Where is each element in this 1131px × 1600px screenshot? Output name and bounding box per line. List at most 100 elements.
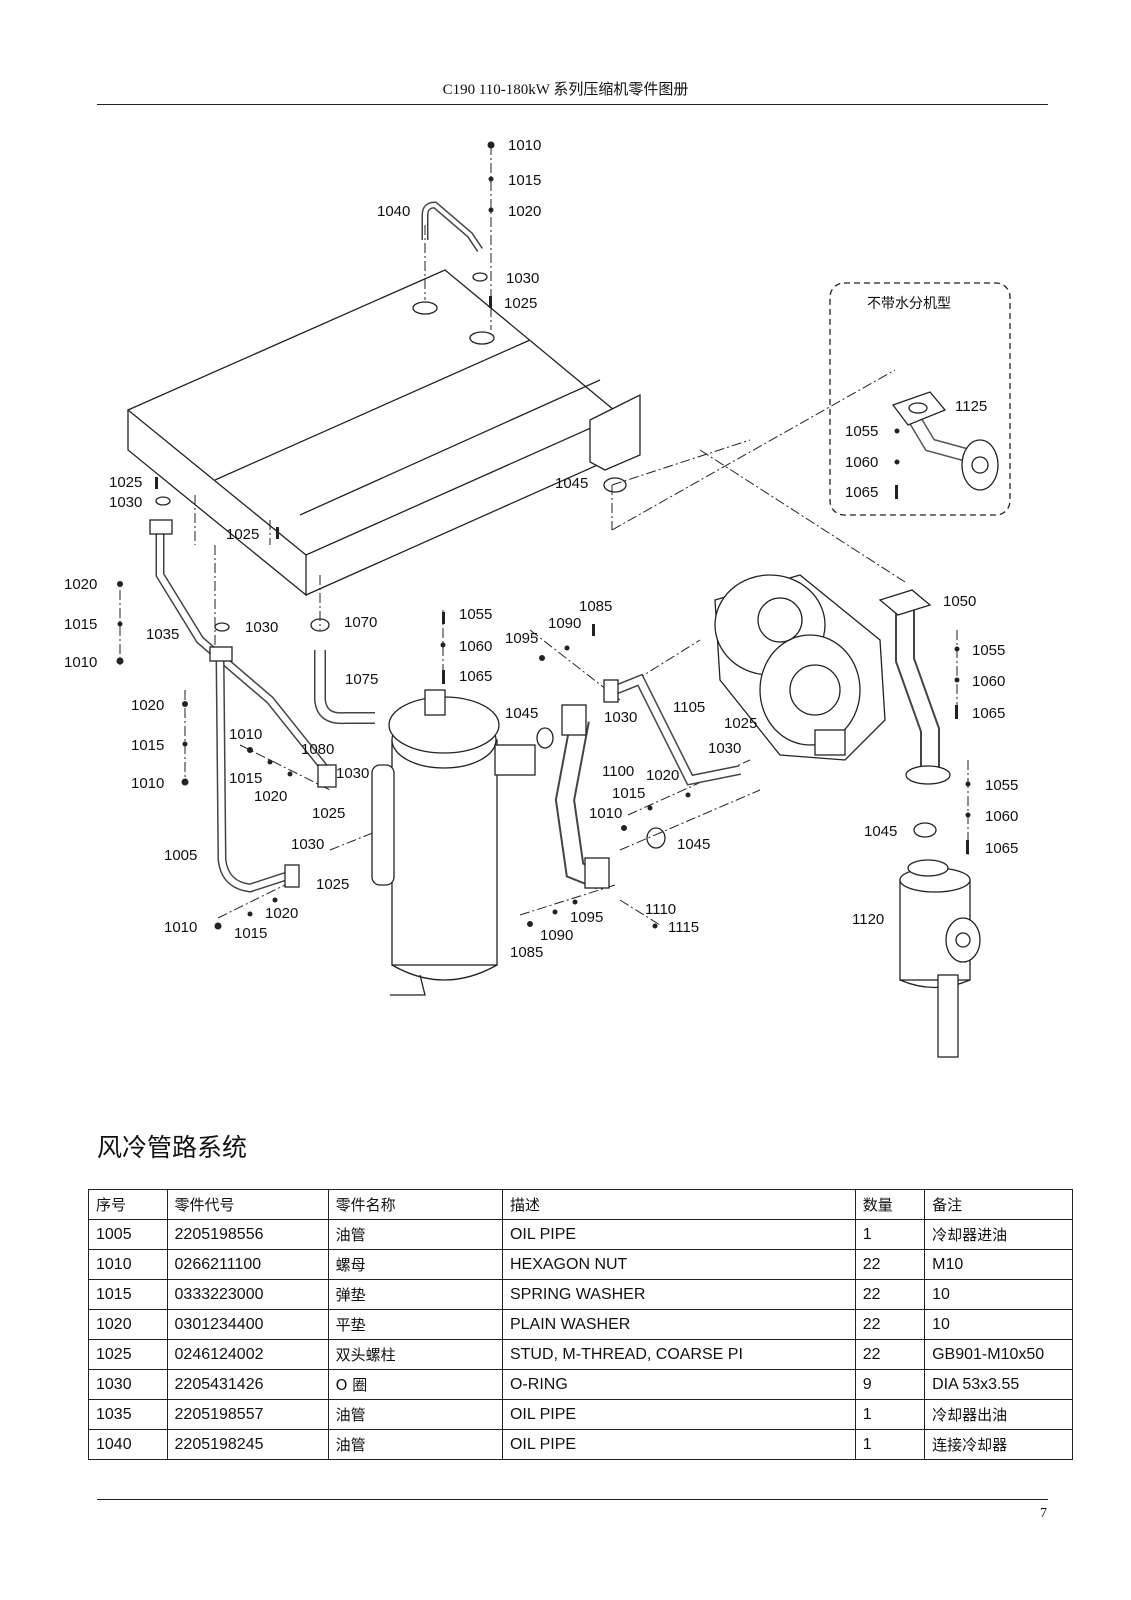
- table-row: 1025 0246124002 双头螺柱 STUD, M-THREAD, COA…: [88, 1339, 1073, 1370]
- callout: 1045: [864, 823, 897, 840]
- callout: 1065: [459, 668, 492, 685]
- cell-remarks: DIA 53x3.55: [924, 1369, 1073, 1400]
- cell-part-code: 0301234400: [166, 1309, 329, 1340]
- callout: 1055: [985, 777, 1018, 794]
- callout: 1015: [612, 785, 645, 802]
- cell-description: PLAIN WASHER: [501, 1309, 856, 1340]
- callout: 1035: [146, 626, 179, 643]
- cell-part-name: 弹垫: [327, 1279, 503, 1310]
- cell-no: 1035: [88, 1399, 168, 1430]
- callout: 1065: [845, 484, 878, 501]
- cell-part-name: 螺母: [327, 1249, 503, 1280]
- cell-part-name: 双头螺柱: [327, 1339, 503, 1370]
- callout-labels: 1010 1015 1020 1040 1030 1025 1125 1055 …: [64, 137, 1018, 961]
- callout: 1055: [459, 606, 492, 623]
- callout: 1030: [109, 494, 142, 511]
- callout: 1020: [508, 203, 541, 220]
- cell-part-code: 2205198245: [166, 1429, 329, 1460]
- cooler-port: [469, 331, 495, 345]
- tank-valve: [424, 689, 446, 716]
- cell-part-code: 2205198556: [166, 1219, 329, 1250]
- compressor-rotor: [759, 634, 861, 746]
- cell-description: O-RING: [501, 1369, 856, 1400]
- callout: 1090: [540, 927, 573, 944]
- callout: 1045: [505, 705, 538, 722]
- cell-part-name: O 圈: [327, 1369, 503, 1400]
- callout: 1010: [164, 919, 197, 936]
- callout: 1010: [64, 654, 97, 671]
- callout: 1015: [229, 770, 262, 787]
- callout: 1050: [943, 593, 976, 610]
- inset-round-flange: [961, 439, 999, 491]
- callout: 1095: [570, 909, 603, 926]
- callout: 1100: [602, 763, 634, 780]
- callout: 1010: [508, 137, 541, 154]
- header-remarks: 备注: [924, 1189, 1073, 1220]
- cell-part-code: 0246124002: [166, 1339, 329, 1370]
- cell-remarks: 10: [924, 1309, 1073, 1340]
- inset-flange: [891, 391, 947, 426]
- header-no: 序号: [88, 1189, 168, 1220]
- separator-1120-flange: [945, 917, 981, 963]
- callout: 1055: [845, 423, 878, 440]
- callout: 1060: [459, 638, 492, 655]
- cell-part-code: 0333223000: [166, 1279, 329, 1310]
- callout: 1115: [668, 919, 699, 936]
- flange: [584, 857, 610, 889]
- callout: 1125: [955, 398, 987, 415]
- tank-side-pipe: [371, 764, 395, 886]
- table-row: 1005 2205198556 油管 OIL PIPE 1 冷却器进油: [88, 1219, 1073, 1250]
- callout: 1010: [131, 775, 164, 792]
- cell-remarks: 连接冷却器: [924, 1429, 1073, 1460]
- callout: 1025: [312, 805, 345, 822]
- cell-description: SPRING WASHER: [501, 1279, 856, 1310]
- callout: 1030: [708, 740, 741, 757]
- cell-no: 1010: [88, 1249, 168, 1280]
- callout: 1045: [677, 836, 710, 853]
- callout: 1075: [345, 671, 378, 688]
- exploded-parts-diagram: 不带水分机型 1010 1015 1020 1040 1030 1025 112…: [64, 137, 1018, 1058]
- table-header-row: 序号 零件代号 零件名称 描述 数量 备注: [88, 1189, 1073, 1220]
- cell-part-code: 0266211100: [166, 1249, 329, 1280]
- table-row: 1040 2205198245 油管 OIL PIPE 1 连接冷却器: [88, 1429, 1073, 1460]
- o-ring: [536, 727, 554, 749]
- cooler-seam: [214, 339, 531, 481]
- callout: 1030: [506, 270, 539, 287]
- flange: [603, 679, 619, 703]
- callout: 1105: [673, 699, 705, 716]
- separator-1120-bracket: [937, 974, 959, 1058]
- callout: 1110: [645, 901, 676, 918]
- fastener-dots: [116, 141, 971, 930]
- cell-remarks: M10: [924, 1249, 1073, 1280]
- cell-description: HEXAGON NUT: [501, 1249, 856, 1280]
- separator-tank: [391, 739, 498, 966]
- cell-quantity: 1: [854, 1219, 926, 1250]
- header-rule: [97, 104, 1048, 105]
- o-ring: [646, 827, 666, 849]
- pipe-1040-inner: [423, 202, 482, 252]
- callout: 1030: [604, 709, 637, 726]
- tank-bottom: [391, 964, 498, 981]
- callout: 1095: [505, 630, 538, 647]
- cell-part-code: 2205198557: [166, 1399, 329, 1430]
- cooler-seam: [299, 379, 601, 516]
- flange: [149, 519, 173, 535]
- table-row: 1020 0301234400 平垫 PLAIN WASHER 22 10: [88, 1309, 1073, 1340]
- cell-description: STUD, M-THREAD, COARSE PI: [501, 1339, 856, 1370]
- cell-part-code: 2205431426: [166, 1369, 329, 1400]
- cooler-port: [412, 301, 438, 315]
- callout: 1015: [234, 925, 267, 942]
- flange: [905, 765, 951, 785]
- callout: 1030: [336, 765, 369, 782]
- inset-flange-hole: [908, 402, 928, 414]
- cell-no: 1015: [88, 1279, 168, 1310]
- cell-no: 1040: [88, 1429, 168, 1460]
- callout: 1060: [845, 454, 878, 471]
- o-ring: [310, 618, 330, 632]
- callout: 1065: [985, 840, 1018, 857]
- callout: 1020: [64, 576, 97, 593]
- cell-quantity: 22: [854, 1249, 926, 1280]
- cell-remarks: GB901-M10x50: [924, 1339, 1073, 1370]
- callout: 1085: [579, 598, 612, 615]
- callout: 1040: [377, 203, 410, 220]
